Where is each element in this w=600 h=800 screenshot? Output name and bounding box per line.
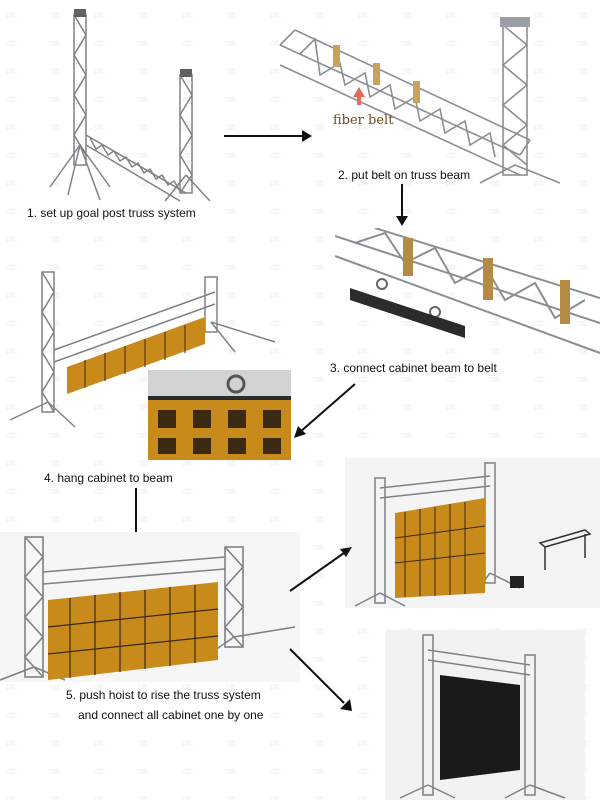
arrow-diagonal-icon (294, 383, 356, 438)
panel-goal-post-truss (40, 5, 230, 205)
cabinet-beam-illustration (335, 228, 600, 354)
panel-belt-on-beam: fiber belt (275, 5, 600, 185)
finished-screen-illustration (399, 634, 566, 799)
hoist-rising-illustration (0, 536, 296, 681)
arrow-up-right-icon (289, 547, 352, 592)
belt-on-beam-illustration (279, 17, 561, 184)
goal-post-truss-illustration (49, 9, 211, 202)
step-5-label-line1: 5. push hoist to rise the truss system (66, 688, 261, 702)
step-5-label-line2: and connect all cabinet one by one (78, 708, 264, 722)
panel-raised-screen-side (345, 458, 600, 608)
arrow-down-icon (396, 184, 408, 226)
panel-hang-cabinet-overview (5, 262, 290, 432)
cabinet-detail-illustration (148, 370, 291, 460)
step-4-label: 4. hang cabinet to beam (44, 471, 173, 485)
step-2-label: 2. put belt on truss beam (338, 168, 471, 182)
fiber-belt-callout: fiber belt (333, 113, 394, 128)
step-1-label: 1. set up goal post truss system (27, 206, 196, 220)
raised-screen-side-illustration (354, 462, 592, 607)
panel-cabinet-detail (148, 370, 291, 460)
panel-hoist-rising (0, 532, 300, 682)
step-3-label: 3. connect cabinet beam to belt (330, 361, 497, 375)
arrow-right-icon (224, 130, 312, 142)
hang-cabinet-overview-illustration (9, 271, 276, 428)
panel-finished-screen (385, 630, 585, 800)
belt-pointer-icon (353, 87, 365, 105)
arrow-down-right-icon (289, 648, 352, 711)
panel-cabinet-beam (335, 228, 600, 378)
